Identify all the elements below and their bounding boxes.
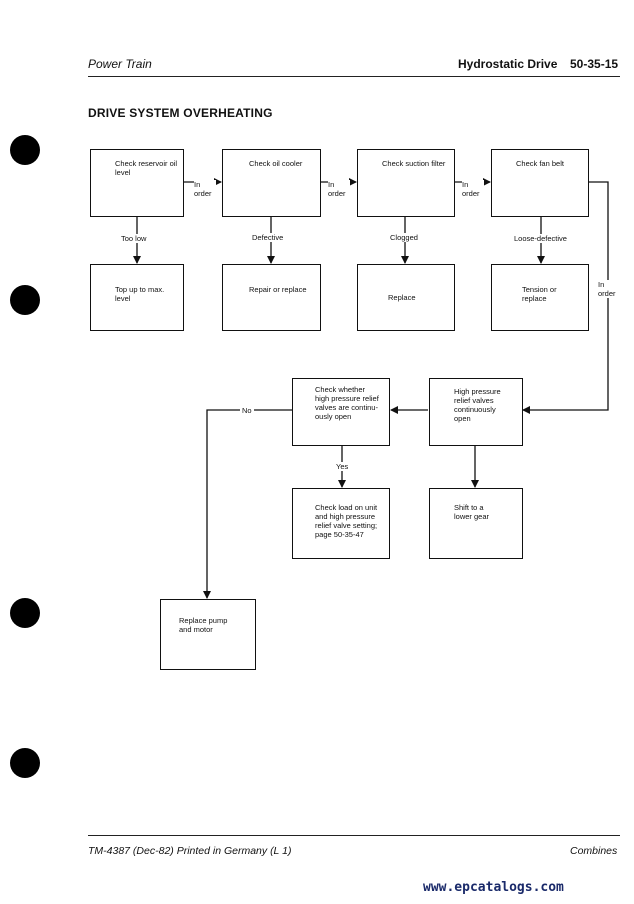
box-top-up: Top up to max. level	[90, 264, 184, 331]
label-in-order-1: In order	[194, 180, 216, 198]
arrow-checkwhether-to-replacepump	[203, 409, 292, 599]
label-yes: Yes	[336, 462, 349, 471]
header-page-code: 50-35-15	[570, 57, 619, 71]
label-defective: Defective	[252, 233, 284, 242]
label-loose-defective: Loose-defective	[514, 234, 567, 243]
box-replace-pump-motor: Replace pump and motor	[160, 599, 256, 670]
box-check-load: Check load on unit and high pressure rel…	[292, 488, 390, 559]
box-shift-lower-gear: Shift to a lower gear	[429, 488, 523, 559]
box-tension-or-replace: Tension or replace	[491, 264, 589, 331]
label-clogged: Clogged	[390, 233, 418, 242]
label-in-order-3: In order	[462, 180, 484, 198]
header-section: Power Train	[88, 57, 152, 71]
header-chapter: Hydrostatic Drive	[458, 57, 558, 71]
footer-rule	[88, 835, 620, 836]
binder-hole-3	[10, 598, 40, 628]
box-hp-relief-valves-open: High pressure relief valves continuously…	[429, 378, 523, 446]
binder-hole-2	[10, 285, 40, 315]
box-check-suction-filter: Check suction filter	[357, 149, 455, 217]
box-check-reservoir: Check reservoir oil level	[90, 149, 184, 217]
header-rule	[88, 76, 620, 77]
box-replace: Replace	[357, 264, 455, 331]
footer-category: Combines	[570, 845, 618, 857]
box-repair-or-replace: Repair or replace	[222, 264, 321, 331]
label-too-low: Too low	[121, 234, 147, 243]
box-check-fan-belt: Check fan belt	[491, 149, 589, 217]
label-no: No	[240, 406, 254, 415]
footer-doc-info: TM-4387 (Dec-82) Printed in Germany (L 1…	[88, 845, 292, 857]
page-title: DRIVE SYSTEM OVERHEATING	[88, 106, 273, 120]
binder-hole-4	[10, 748, 40, 778]
label-in-order-4: In order	[598, 280, 620, 298]
binder-hole-1	[10, 135, 40, 165]
box-check-whether-valves-open: Check whether high pressure relief valve…	[292, 378, 390, 446]
box-check-oil-cooler: Check oil cooler	[222, 149, 321, 217]
watermark: www.epcatalogs.com	[423, 880, 564, 895]
label-in-order-2: In order	[328, 180, 350, 198]
